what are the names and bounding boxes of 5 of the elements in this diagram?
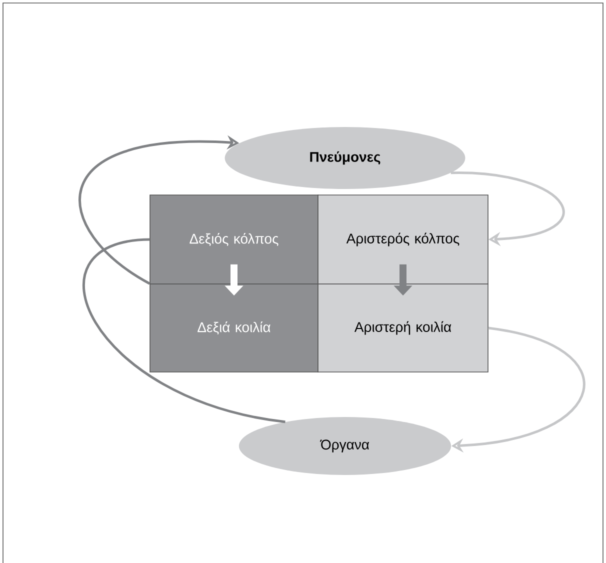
heart-chamber-box: Αριστερή κοιλία: [318, 284, 488, 372]
heart-chamber-box: Δεξιός κόλπος: [150, 194, 318, 284]
arrow: [450, 172, 565, 246]
heart-chamber-box: Αριστερός κόλπος: [318, 194, 488, 284]
heart-chamber-box: Δεξιά κοιλία: [150, 284, 318, 372]
